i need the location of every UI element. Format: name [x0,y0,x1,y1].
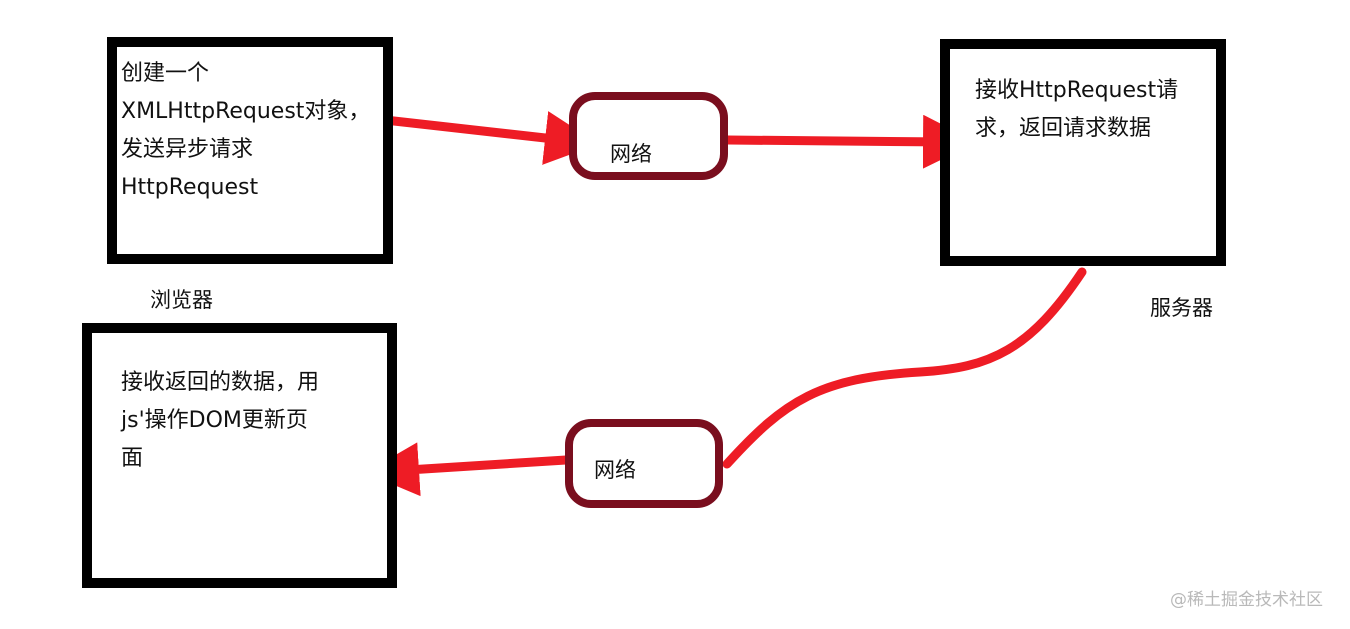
server-label: 服务器 [1150,296,1213,320]
arrow-browser-to-network [380,111,599,165]
network-node-bottom-label: 网络 [594,458,636,482]
arrow-network-to-browser [365,442,571,497]
curve-server-to-network [722,267,1087,469]
browser-request-line-1: 创建一个 [121,61,210,86]
browser-label: 浏览器 [150,288,213,312]
network-node-bottom [565,419,723,508]
server-box [940,39,1226,266]
browser-response-text: 接收返回的数据，用 js'操作DOM更新页 面 [121,364,319,478]
browser-response-line-3: 面 [121,446,144,471]
network-node-top-label: 网络 [610,142,652,166]
browser-request-line-3: 发送异步请求 [121,137,254,162]
browser-request-text: 创建一个 XMLHttpRequest对象， 发送异步请求 HttpReques… [121,55,370,207]
browser-request-line-2: XMLHttpRequest对象， [121,99,371,124]
browser-response-box [82,323,397,588]
browser-response-line-2: js'操作DOM更新页 [121,408,308,433]
browser-request-box [107,37,393,264]
server-line-2: 求，返回请求数据 [975,116,1152,141]
browser-request-line-4: HttpRequest [121,175,259,200]
server-line-1: 接收HttpRequest请 [975,78,1179,103]
watermark: @稀土掘金技术社区 [1170,590,1323,610]
arrow-network-to-server [723,114,977,169]
network-node-top [569,92,728,180]
server-text: 接收HttpRequest请 求，返回请求数据 [975,72,1178,148]
browser-response-line-1: 接收返回的数据，用 [121,370,320,395]
